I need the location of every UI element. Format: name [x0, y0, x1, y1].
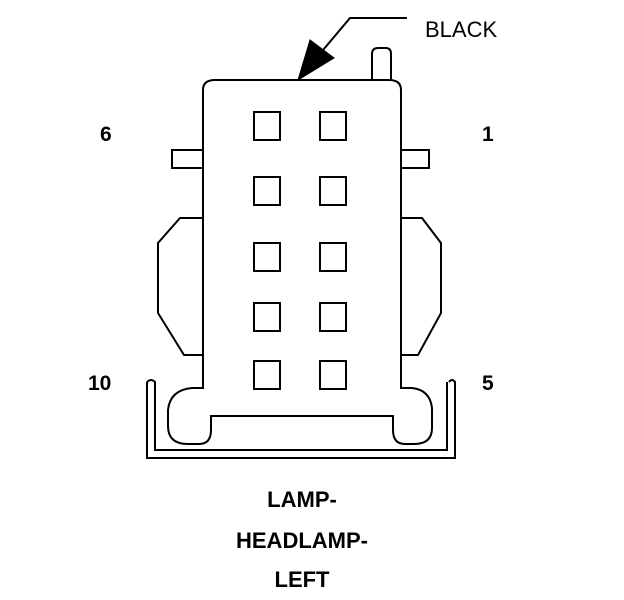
bracket-outer: [146, 379, 456, 459]
pin-cavity-1: [319, 111, 347, 141]
bracket-inner: [146, 379, 448, 451]
left-ear: [171, 149, 204, 169]
pin-label-bottom-left: 10: [88, 372, 112, 395]
pin-cavity-2: [319, 176, 347, 206]
pin-cavity-6: [253, 111, 281, 141]
color-leader-line: [317, 17, 407, 57]
right-latch: [400, 217, 442, 356]
pin-label-top-left: 6: [100, 123, 112, 146]
pin-cavity-10: [253, 360, 281, 390]
pin-label-top-right: 1: [482, 123, 494, 146]
left-latch: [157, 217, 204, 356]
caption-line-3: LEFT: [274, 567, 330, 592]
connector-body: [167, 79, 433, 445]
caption-line-2: HEADLAMP-: [236, 528, 368, 553]
pin-label-bottom-right: 5: [482, 372, 494, 395]
color-leader-arrow: [297, 39, 335, 82]
pin-cavity-5: [319, 360, 347, 390]
pin-cavity-4: [319, 302, 347, 332]
connector-color-label: BLACK: [425, 17, 498, 42]
pin-cavity-8: [253, 242, 281, 272]
right-ear: [400, 149, 430, 169]
pin-cavity-9: [253, 302, 281, 332]
pin-cavity-3: [319, 242, 347, 272]
pin-cavity-7: [253, 176, 281, 206]
locking-tab: [371, 47, 392, 84]
caption-line-1: LAMP-: [267, 487, 337, 512]
